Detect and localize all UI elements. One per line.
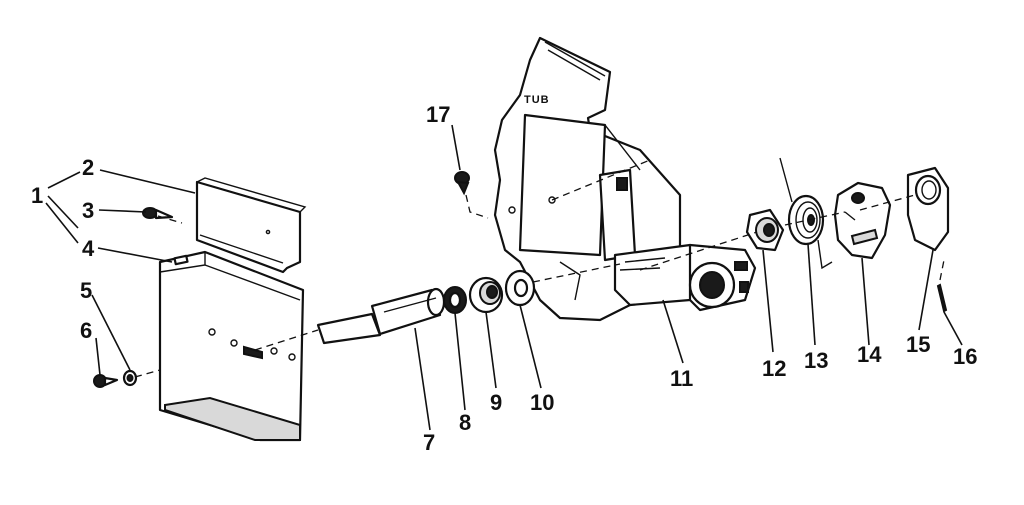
callout-8: 8 [459, 410, 471, 435]
callout-14: 14 [857, 342, 882, 367]
lever-15 [906, 166, 950, 252]
cam-14 [833, 181, 892, 260]
pin-16 [936, 283, 948, 313]
screw-3 [142, 207, 174, 220]
callout-5: 5 [80, 278, 92, 303]
housing-box [158, 250, 305, 442]
housing-cover [195, 177, 307, 274]
callout-16: 16 [953, 344, 977, 369]
assembly-lines [134, 159, 945, 378]
screw-6 [93, 374, 119, 388]
callout-10: 10 [530, 390, 554, 415]
tub-panel-label: TUB [524, 94, 550, 106]
callout-4: 4 [82, 236, 95, 261]
callout-17: 17 [426, 102, 450, 127]
callout-1: 1 [31, 183, 43, 208]
bushing-9 [468, 276, 504, 314]
callout-2: 2 [82, 155, 94, 180]
motor-assembly [559, 168, 757, 312]
callout-3: 3 [82, 198, 94, 223]
ring-8 [443, 286, 467, 314]
screw-17 [454, 171, 470, 196]
callout-numbers: 1 2 3 4 5 6 7 8 9 10 11 12 13 14 15 16 1… [31, 102, 977, 455]
callout-12: 12 [762, 356, 786, 381]
spring-13 [779, 157, 833, 270]
callout-13: 13 [804, 348, 828, 373]
washer-10 [504, 269, 536, 307]
callout-6: 6 [80, 318, 92, 343]
leader-lines [45, 124, 963, 431]
callout-15: 15 [906, 332, 930, 357]
callout-7: 7 [423, 430, 435, 455]
callout-11: 11 [670, 366, 693, 391]
washer-5 [122, 369, 138, 387]
shaft-7 [316, 287, 446, 345]
spacer-12 [745, 208, 785, 252]
callout-9: 9 [490, 390, 502, 415]
